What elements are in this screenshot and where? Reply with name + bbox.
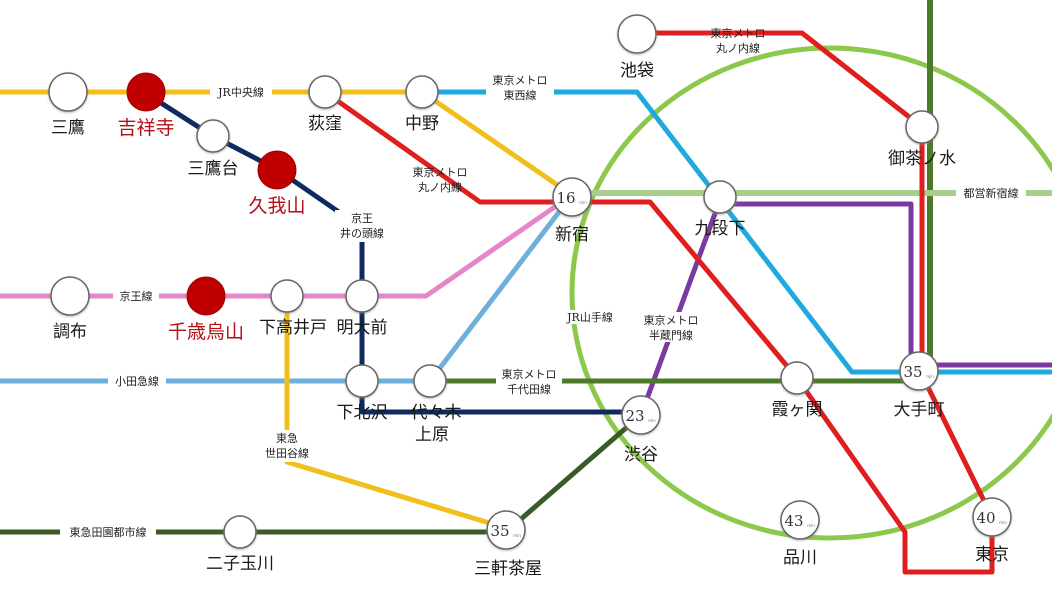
svg-text:三鷹: 三鷹 — [51, 117, 85, 138]
station-chofu: 調布 — [50, 276, 90, 342]
station-shinjuku: 16 min 新宿 — [552, 177, 592, 245]
svg-text:東京メトロ: 東京メトロ — [493, 73, 548, 87]
line-label-tozai: 東京メトロ 東西線 — [486, 73, 554, 102]
marunouchi-line — [323, 30, 995, 575]
line-label-setagaya: 東急 世田谷線 — [256, 430, 318, 462]
svg-text:世田谷線: 世田谷線 — [265, 446, 309, 460]
station-kichijoji: 吉祥寺 — [117, 72, 175, 139]
svg-text:吉祥寺: 吉祥寺 — [117, 117, 174, 139]
svg-text:池袋: 池袋 — [620, 61, 654, 81]
svg-text:渋谷: 渋谷 — [624, 445, 658, 465]
svg-text:京王線: 京王線 — [120, 289, 153, 303]
svg-text:min: min — [648, 418, 656, 423]
line-label-odakyu: 小田急線 — [108, 374, 166, 388]
line-label-shinjuku-line: 都営新宿線 — [956, 186, 1026, 200]
station-ogikubo: 荻窪 — [308, 75, 342, 134]
svg-text:御茶ノ水: 御茶ノ水 — [888, 149, 956, 169]
minutes-sangenjaya: 35 — [490, 522, 509, 540]
svg-text:JR山手線: JR山手線 — [566, 310, 613, 324]
line-label-keio: 京王線 — [113, 289, 159, 303]
station-shibuya: 23 min 渋谷 — [621, 395, 661, 465]
svg-text:半蔵門線: 半蔵門線 — [649, 328, 693, 342]
minutes-tokyo: 40 — [976, 509, 995, 527]
line-label-chiyoda: 東京メトロ 千代田線 — [496, 366, 562, 396]
svg-text:中野: 中野 — [405, 114, 439, 134]
svg-text:九段下: 九段下 — [695, 219, 746, 239]
svg-text:三鷹台: 三鷹台 — [188, 158, 239, 179]
svg-text:min: min — [999, 520, 1007, 525]
svg-text:東京: 東京 — [975, 545, 1009, 565]
line-label-yamanote: JR山手線 — [560, 310, 620, 324]
svg-text:千歳烏山: 千歳烏山 — [168, 321, 244, 343]
svg-text:東西線: 東西線 — [504, 88, 537, 102]
station-chitosekarasuyama: 千歳烏山 — [168, 276, 244, 343]
svg-text:東急田園都市線: 東急田園都市線 — [70, 525, 147, 539]
svg-text:min: min — [513, 533, 521, 538]
svg-text:荻窪: 荻窪 — [308, 114, 342, 134]
svg-text:千代田線: 千代田線 — [507, 382, 551, 396]
line-label-hanzomon: 東京メトロ 半蔵門線 — [636, 312, 706, 342]
svg-text:下高井戸: 下高井戸 — [259, 318, 327, 338]
station-shimotakaido: 下高井戸 — [259, 279, 327, 338]
station-tokyo: 40 min 東京 — [972, 497, 1012, 565]
svg-text:大手町: 大手町 — [894, 400, 945, 420]
svg-text:東京メトロ: 東京メトロ — [644, 313, 699, 327]
line-label-denentoshi: 東急田園都市線 — [60, 525, 156, 539]
svg-text:東京メトロ: 東京メトロ — [502, 367, 557, 381]
station-mitaka: 三鷹 — [48, 72, 88, 138]
station-mitakadai: 三鷹台 — [188, 119, 239, 179]
svg-text:明大前: 明大前 — [337, 318, 388, 338]
minutes-otemachi: 35 — [903, 363, 922, 381]
station-kasumigaseki: 霞ヶ関 — [772, 361, 823, 420]
svg-text:京王: 京王 — [351, 211, 373, 225]
svg-text:min: min — [926, 374, 934, 379]
station-kugayama: 久我山 — [248, 150, 306, 217]
odakyu-branch — [428, 193, 574, 383]
svg-text:久我山: 久我山 — [248, 195, 305, 217]
station-otemachi: 35 min 大手町 — [894, 351, 945, 420]
station-meidaimae: 明大前 — [337, 279, 388, 338]
svg-text:代々木: 代々木 — [411, 403, 462, 423]
svg-text:JR中央線: JR中央線 — [217, 85, 264, 99]
station-shimokitazawa: 下北沢 — [337, 364, 388, 423]
line-label-marunouchi-west: 東京メトロ 丸ノ内線 — [413, 165, 468, 194]
line-label-jr-chuo: JR中央線 — [210, 85, 272, 99]
svg-text:品川: 品川 — [783, 548, 817, 568]
svg-text:新宿: 新宿 — [555, 225, 589, 245]
station-shinagawa: 43 min 品川 — [780, 500, 820, 568]
svg-text:調布: 調布 — [53, 322, 87, 342]
svg-text:東京メトロ: 東京メトロ — [413, 165, 468, 179]
svg-text:東京メトロ: 東京メトロ — [711, 26, 766, 40]
station-ikebukuro: 池袋 — [617, 14, 657, 81]
station-futakotamagawa: 二子玉川 — [206, 515, 274, 574]
svg-text:min: min — [807, 523, 815, 528]
station-nakano: 中野 — [405, 75, 439, 134]
svg-text:min: min — [579, 200, 587, 205]
svg-text:東急: 東急 — [276, 431, 298, 445]
station-sangenjaya: 35 min 三軒茶屋 — [474, 510, 542, 579]
svg-text:下北沢: 下北沢 — [337, 403, 388, 423]
svg-text:小田急線: 小田急線 — [115, 374, 159, 388]
svg-text:三軒茶屋: 三軒茶屋 — [474, 559, 542, 579]
svg-text:二子玉川: 二子玉川 — [206, 554, 274, 574]
svg-text:井の頭線: 井の頭線 — [340, 226, 384, 240]
svg-text:都営新宿線: 都営新宿線 — [964, 186, 1019, 200]
station-yoyogiuehara: 代々木 上原 — [411, 364, 462, 445]
svg-text:上原: 上原 — [415, 425, 449, 445]
station-kudanshita: 九段下 — [695, 180, 746, 239]
svg-text:霞ヶ関: 霞ヶ関 — [772, 400, 823, 420]
minutes-shinagawa: 43 — [784, 512, 803, 530]
yamanote-line — [569, 45, 1052, 541]
svg-text:丸ノ内線: 丸ノ内線 — [716, 41, 760, 55]
minutes-shibuya: 23 — [625, 407, 644, 425]
station-ochanomizu: 御茶ノ水 — [888, 110, 956, 169]
svg-text:丸ノ内線: 丸ノ内線 — [418, 180, 462, 194]
line-label-inokashira: 京王 井の頭線 — [335, 210, 389, 242]
line-label-marunouchi-north: 東京メトロ 丸ノ内線 — [711, 26, 766, 55]
minutes-shinjuku: 16 — [556, 189, 575, 207]
